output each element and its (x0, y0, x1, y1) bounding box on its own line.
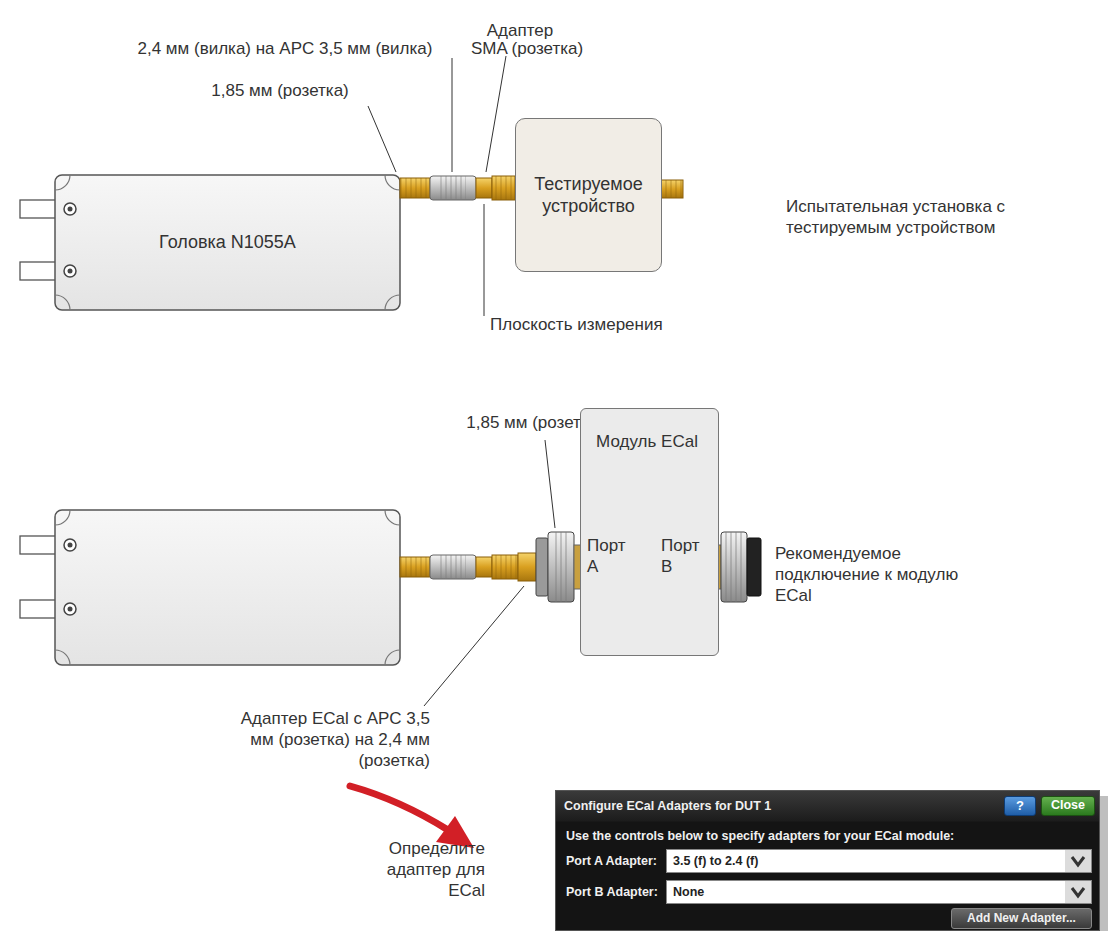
node-text: 3.5 (f) to 2.4 (f) (673, 854, 758, 870)
node-text: Головка N1055A (159, 231, 296, 254)
help-button: ? (1004, 796, 1036, 816)
callout-label: SMA (розетка) (452, 38, 602, 59)
node-text: None (673, 885, 704, 901)
node-text: Тестируемое устройство (516, 173, 661, 218)
callout-label: Адаптер (440, 20, 600, 41)
power-head (20, 175, 400, 310)
callout-label: Рекомендуемое подключение к модулю ECal (775, 543, 975, 606)
callout-label: Испытательная установка с тестируемым ус… (786, 196, 1104, 238)
callout-label: Плоскость измерения (490, 314, 750, 335)
callout-label: 1,85 мм (розетка) (180, 80, 380, 101)
power-head (20, 510, 400, 665)
push-button: Add New Adapter... (951, 908, 1092, 929)
node-text: ? (1016, 798, 1024, 814)
red-arrow (350, 786, 474, 848)
node-text: Port A Adapter: (566, 854, 657, 870)
leader-lines (424, 440, 555, 706)
node-text: Close (1051, 798, 1085, 814)
callout-label: Определите адаптер для ECal (370, 838, 485, 901)
callout-label: Адаптер ECal с APC 3,5 мм (розетка) на 2… (225, 708, 430, 771)
leader-lines (368, 56, 506, 316)
dropdown-chevron (1065, 850, 1091, 872)
close-button: Close (1041, 796, 1095, 816)
ecal-module: Модуль ECalПорт A Порт B (580, 408, 719, 656)
node-text: Порт B (661, 535, 711, 578)
ecal-adapter-dialog: Configure ECal Adapters for DUT 1 Use the… (555, 790, 1100, 931)
node-text: Use the controls below to specify adapte… (566, 829, 954, 845)
node-text: Configure ECal Adapters for DUT 1 (564, 799, 771, 815)
dut-box: Тестируемое устройство (515, 118, 662, 272)
callout-label: 2,4 мм (вилка) на APC 3,5 мм (вилка) (100, 38, 470, 59)
power-head-box: Головка N1055A (55, 175, 400, 310)
node-text: Add New Adapter... (967, 911, 1076, 926)
node-text: Port B Adapter: (566, 885, 658, 901)
dropdown-chevron (1065, 881, 1091, 903)
node-text: Порт A (587, 535, 637, 578)
node-text: Модуль ECal (581, 431, 713, 452)
dropdown: None (666, 880, 1092, 904)
dropdown: 3.5 (f) to 2.4 (f) (666, 849, 1092, 873)
